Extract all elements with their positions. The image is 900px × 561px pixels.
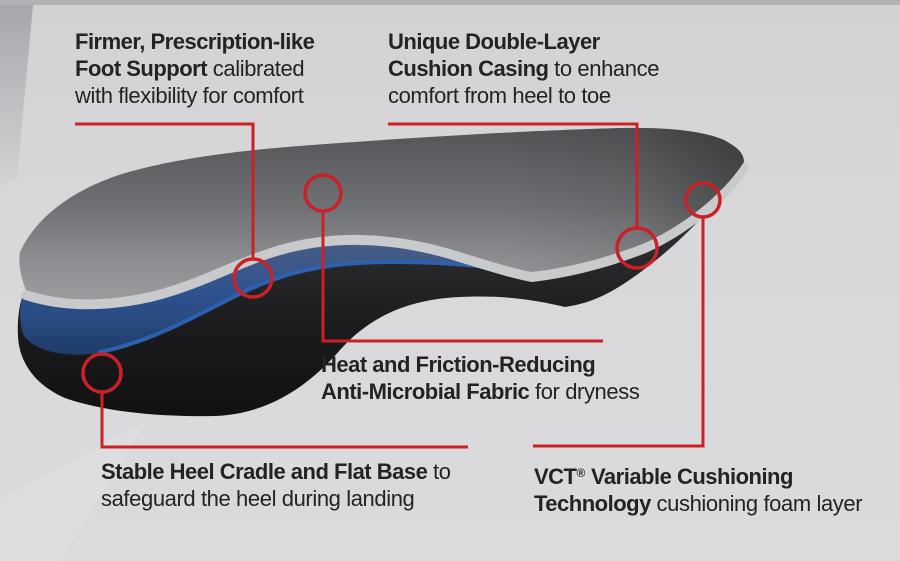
leader-line-anti-microbial-fabric (321, 212, 603, 343)
marker-circle-vct (684, 181, 722, 219)
callout-cushion-casing: Unique Double-Layer Cushion Casing to en… (388, 28, 659, 109)
leader-lines (75, 122, 705, 449)
insole-blue-cushion-layer (20, 234, 523, 355)
background-light-streak (0, 420, 148, 561)
insole-edge-rim-casing (21, 162, 749, 310)
insole-base-foam-layer (17, 162, 745, 417)
callout-line: Stable Heel Cradle and Flat Base to (101, 459, 451, 484)
callout-line: Technology cushioning foam layer (534, 491, 863, 516)
background-left-wedge (0, 5, 33, 186)
callout-line: Foot Support calibrated (75, 56, 305, 81)
callout-vct: VCT® Variable Cushioning Technology cush… (534, 460, 863, 517)
insole-toe-shading (19, 127, 745, 300)
leader-line-foot-support (75, 122, 255, 258)
leader-line-cushion-casing (388, 122, 639, 227)
callout-anti-microbial-fabric: Heat and Friction-Reducing Anti-Microbia… (321, 351, 640, 405)
marker-circle-cushion-casing (615, 226, 659, 270)
callout-line: Unique Double-Layer (388, 29, 600, 54)
callout-line: safeguard the heel during landing (101, 486, 415, 511)
marker-circle-anti-microbial-fabric (303, 173, 343, 213)
callout-line: Cushion Casing to enhance (388, 56, 660, 81)
marker-circle-heel-cradle (81, 352, 123, 394)
callout-line: Firmer, Prescription-like (75, 29, 315, 54)
callout-line: Anti-Microbial Fabric for dryness (321, 379, 640, 404)
leader-line-vct (533, 218, 705, 448)
leader-line-heel-cradle (100, 393, 468, 449)
marker-circles (81, 173, 722, 394)
registered-trademark-symbol: ® (576, 466, 586, 480)
top-edge-strip (0, 0, 900, 5)
callout-line: Heat and Friction-Reducing (321, 352, 596, 377)
callout-line: with flexibility for comfort (75, 83, 304, 108)
marker-circle-foot-support (232, 257, 274, 299)
callout-foot-support: Firmer, Prescription-like Foot Support c… (75, 28, 315, 109)
callout-heel-cradle: Stable Heel Cradle and Flat Base to safe… (101, 458, 451, 512)
insole-blue-highlight-stripe (98, 259, 507, 354)
callout-line: VCT® Variable Cushioning (534, 464, 793, 489)
callout-line: comfort from heel to toe (388, 83, 611, 108)
